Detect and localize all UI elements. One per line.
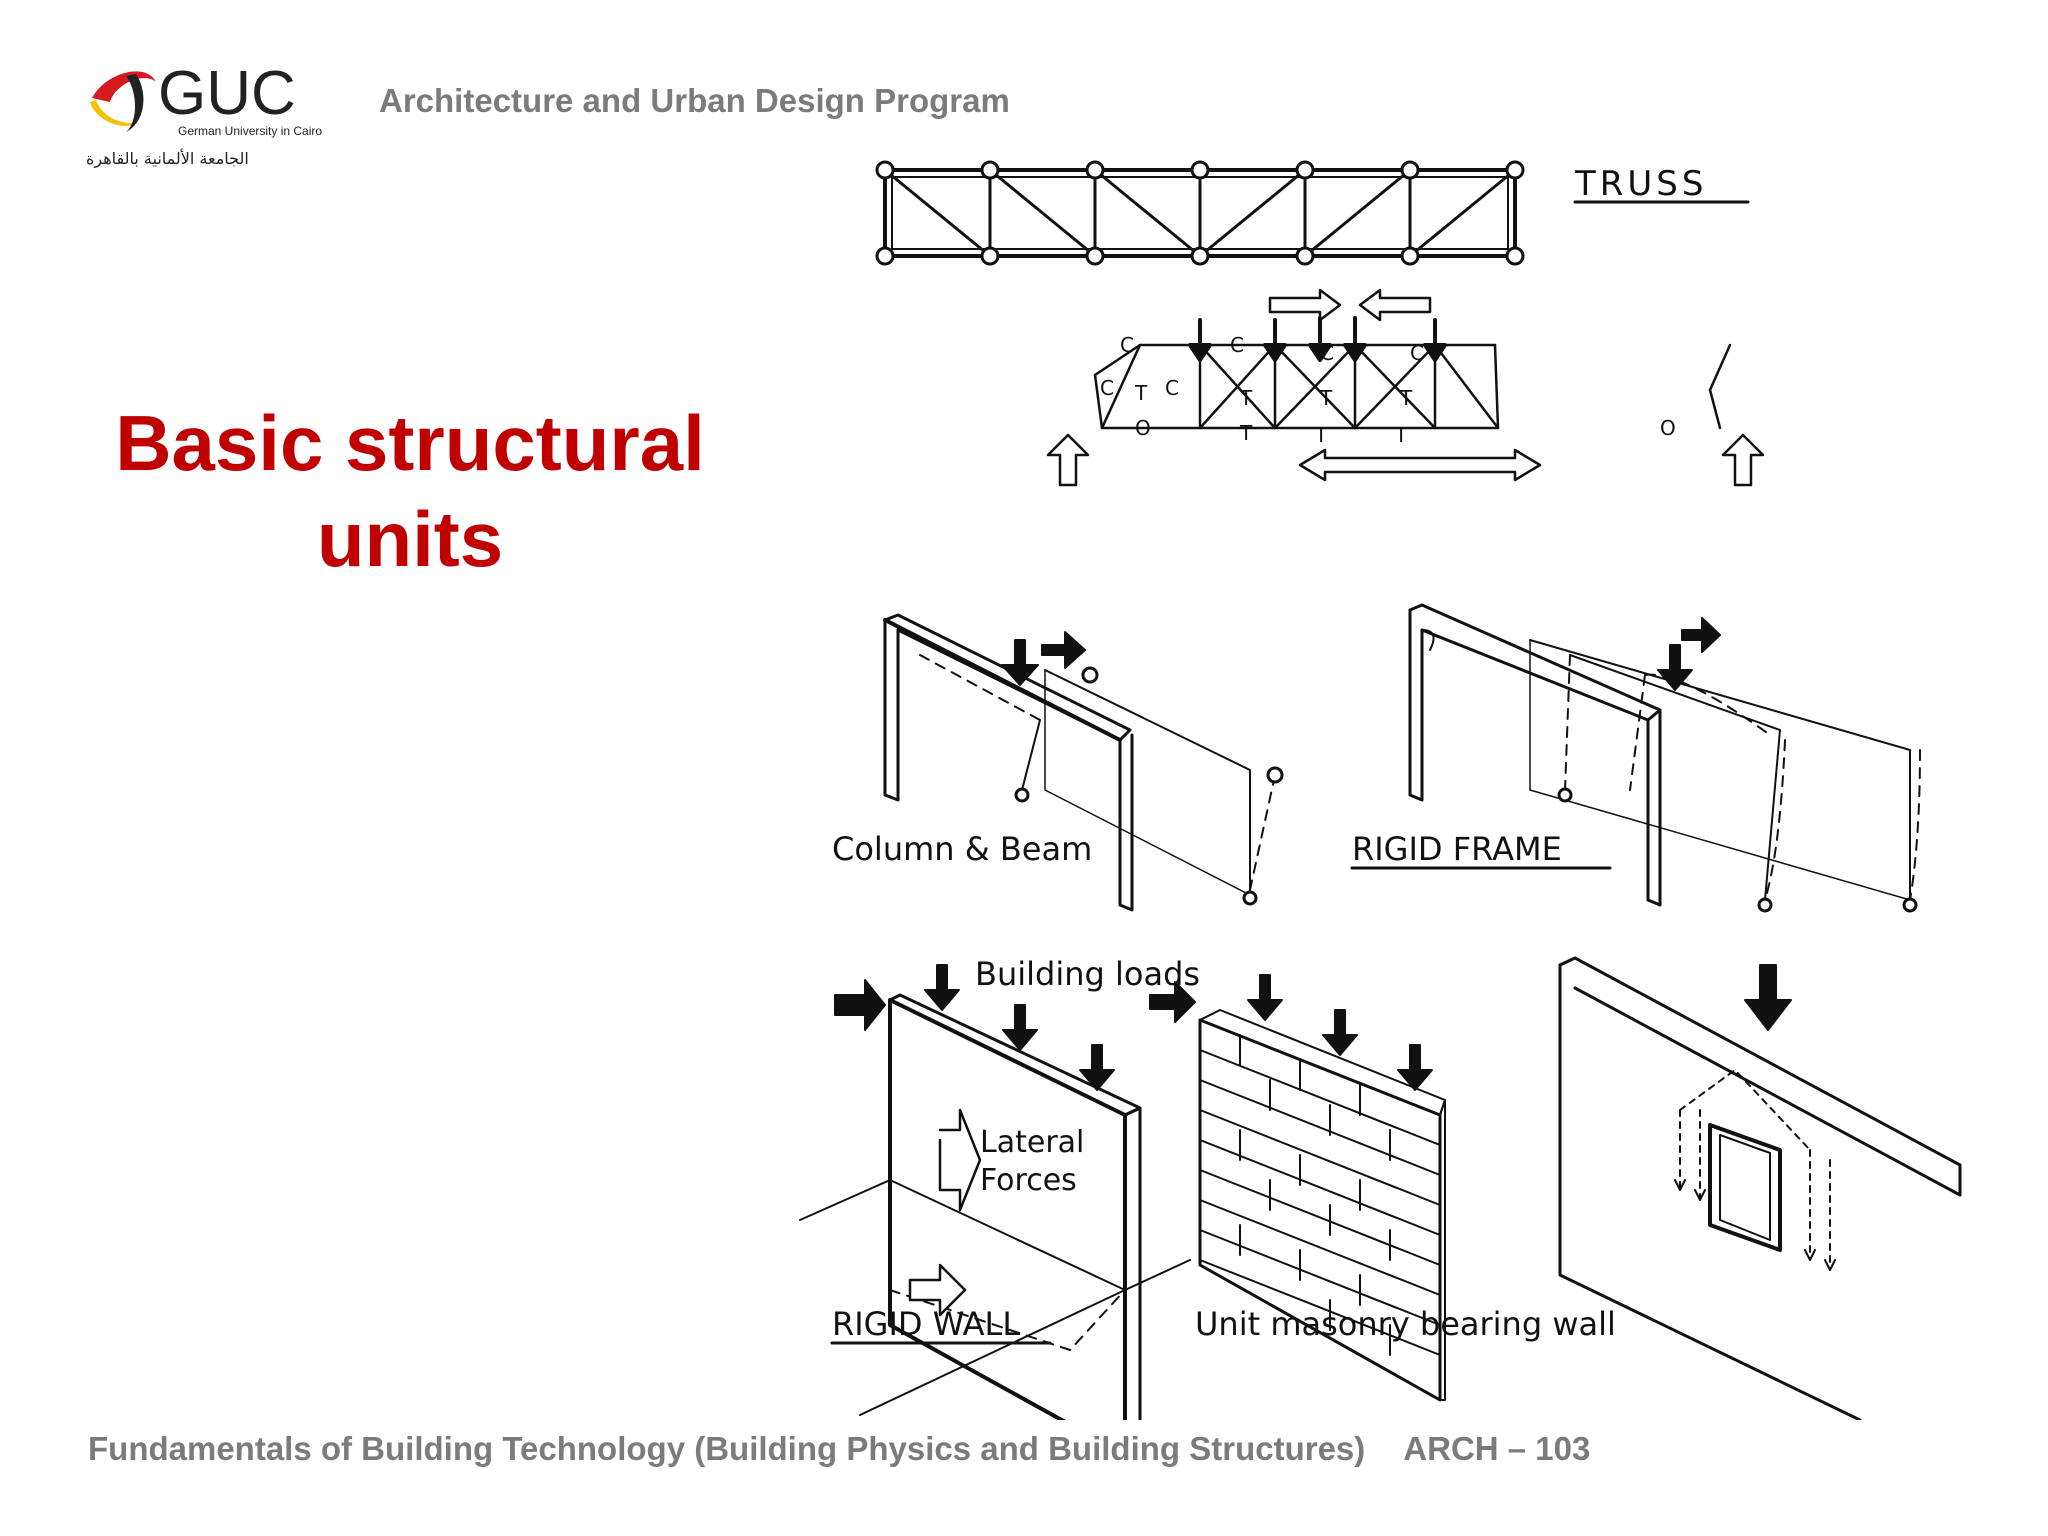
truss-drawing (875, 160, 1525, 266)
guc-logo: GUC German University in Cairo الجامعة ا… (86, 52, 336, 172)
footer-course: Fundamentals of Building Technology (Bui… (88, 1430, 1366, 1467)
force-mark-t6: T (1314, 423, 1328, 447)
force-mark-o1: O (1135, 416, 1151, 440)
logo-text: GUC (158, 59, 296, 128)
force-mark-t5: T (1239, 421, 1253, 445)
force-mark-c3: C (1320, 341, 1334, 365)
masonry-wall-label: Unit masonry bearing wall (1195, 1305, 1616, 1343)
masonry-wall-drawing (1149, 974, 1446, 1402)
footer: Fundamentals of Building Technology (Bui… (88, 1430, 1590, 1468)
force-mark-t4: T (1399, 386, 1413, 410)
truss-label: TRUSS (1574, 164, 1707, 204)
structural-units-figure: TRUSS (780, 150, 1980, 1457)
footer-course-code: ARCH – 103 (1403, 1430, 1591, 1467)
force-mark-c2: C (1230, 333, 1244, 357)
program-name: Architecture and Urban Design Program (379, 82, 1010, 119)
rigid-wall-label: RIGID WALL (832, 1305, 1020, 1343)
logo-arabic: الجامعة الألمانية بالقاهرة (86, 148, 249, 169)
truss-force-diagram (1046, 288, 1765, 487)
slide-title-line2: units (316, 495, 504, 583)
force-mark-c4: C (1410, 341, 1424, 365)
column-beam-drawing (883, 613, 1284, 912)
slide-title: Basic structural units (60, 395, 760, 587)
building-loads-label: Building loads (975, 955, 1200, 993)
force-mark-c1: C (1120, 333, 1134, 357)
rigid-frame-drawing (1408, 603, 1921, 913)
slide-title-line1: Basic structural (115, 399, 705, 487)
force-mark-c6: C (1165, 376, 1179, 400)
force-mark-o2: O (1660, 416, 1676, 440)
force-mark-t3: T (1319, 386, 1333, 410)
lateral-forces-label-line1: Lateral (980, 1125, 1084, 1160)
logo-subtitle: German University in Cairo (178, 124, 322, 138)
lateral-forces-label-line2: Forces (980, 1163, 1077, 1198)
force-mark-t7: T (1394, 423, 1408, 447)
force-mark-c5: C (1100, 376, 1114, 400)
logo-swirl-icon (92, 71, 156, 102)
force-mark-t2: T (1239, 386, 1253, 410)
column-beam-label: Column & Beam (832, 830, 1092, 868)
wall-opening-drawing (1558, 956, 1962, 1422)
rigid-frame-label: RIGID FRAME (1352, 830, 1562, 868)
force-mark-t1: T (1134, 381, 1148, 405)
